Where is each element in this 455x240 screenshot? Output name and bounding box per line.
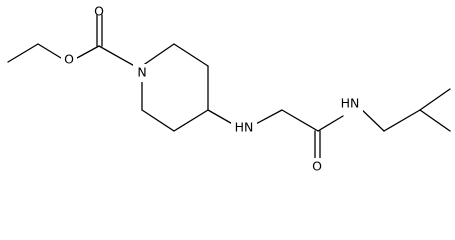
bond-amide-c-amide-n (317, 115, 344, 132)
bond-ring-c5-c6 (141, 109, 175, 132)
atom-label-amine-nh: HN (235, 120, 254, 135)
atom-label-carbonyl-o: O (94, 4, 104, 19)
molecule-structure: O O N HN O HN (7, 3, 451, 176)
atom-label-amide-o: O (312, 159, 322, 174)
bonds (7, 14, 451, 160)
structure-canvas: O O N HN O HN (7, 3, 451, 176)
atom-labels: O O N HN O HN (61, 4, 363, 176)
atom-label-ester-o: O (64, 52, 74, 67)
bond-isobutyl-ch-ch3-top (419, 88, 451, 111)
atom-label-ring-n: N (137, 65, 146, 80)
bond-isobutyl-ch2-ch (383, 109, 421, 132)
atom-label-amide-nh: HN (341, 96, 360, 111)
bond-ch2-amide-c (281, 109, 319, 132)
bond-isobutyl-ch-ch3-bottom (419, 109, 451, 132)
bond-ring-c4-c5 (173, 109, 209, 132)
bond-ethyl-ch2-o (37, 43, 62, 59)
bond-ring-c2-c3 (173, 43, 209, 67)
bond-ring-n-c2 (141, 43, 175, 67)
bond-ester-o-carbonyl-c (76, 45, 100, 59)
bond-ethyl-ch3-ch2 (7, 43, 39, 63)
bond-carbonyl-c-ring-n (98, 45, 139, 69)
